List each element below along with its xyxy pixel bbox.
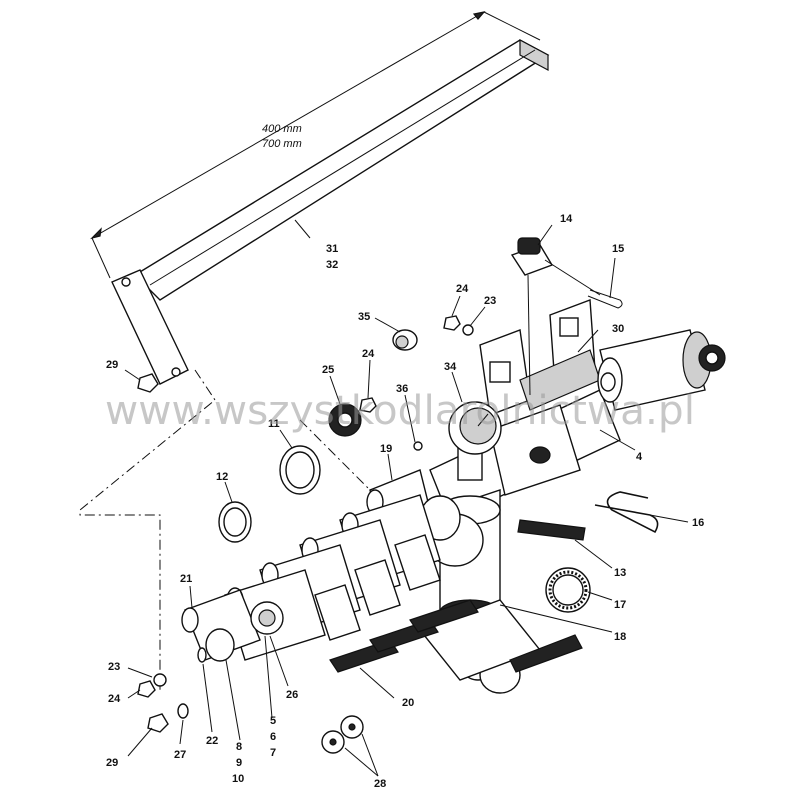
callout-25: 25 (322, 364, 334, 376)
callout-13: 13 (614, 567, 626, 579)
callout-26: 26 (286, 689, 298, 701)
dimension-line (90, 11, 541, 279)
arm-bar (111, 38, 550, 385)
callout-9: 9 (236, 757, 242, 769)
callout-32: 32 (326, 259, 338, 271)
callout-31: 31 (326, 243, 338, 255)
callout-24b: 24 (362, 348, 375, 360)
callout-4: 4 (636, 451, 643, 463)
callout-5: 5 (270, 715, 276, 727)
valve-body (429, 329, 726, 521)
dimension-700: 700 mm (262, 138, 302, 150)
callout-28: 28 (374, 778, 386, 790)
bushing-35 (392, 329, 418, 351)
callout-labels: 31 32 14 15 30 24 23 35 24 34 25 36 29 1… (106, 213, 704, 790)
pressure-gauge-34 (448, 401, 502, 481)
callout-10: 10 (232, 773, 244, 785)
washer-22 (197, 647, 207, 663)
callout-22: 22 (206, 735, 218, 747)
lever-13 (517, 519, 586, 541)
end-valve-21 (181, 589, 284, 662)
callout-14: 14 (560, 213, 573, 225)
oring-36 (413, 441, 423, 451)
callout-24a: 24 (456, 283, 469, 295)
callout-29a: 29 (106, 359, 118, 371)
leader-lines (124, 219, 689, 777)
watermark-text: www.wszystkodlarolnictwa.pl (105, 388, 695, 434)
callout-36: 36 (396, 383, 408, 395)
assembly-line (79, 369, 216, 690)
callout-35: 35 (358, 311, 370, 323)
knob-14 (510, 237, 601, 396)
callout-19: 19 (380, 443, 392, 455)
wheel-25 (328, 403, 362, 437)
callout-20: 20 (402, 697, 414, 709)
clip-15 (587, 289, 623, 309)
washer-23b (153, 673, 167, 687)
nut-24b (359, 397, 377, 413)
callout-34: 34 (444, 361, 457, 373)
callout-21: 21 (180, 573, 192, 585)
dimension-400: 400 mm (262, 123, 302, 135)
callout-6: 6 (270, 731, 276, 743)
callout-18: 18 (614, 631, 626, 643)
callout-23b: 23 (108, 661, 120, 673)
washers-28 (321, 715, 364, 754)
bearing-17 (545, 567, 591, 613)
nut-24c (137, 680, 156, 698)
callout-16: 16 (692, 517, 704, 529)
callout-29b: 29 (106, 757, 118, 769)
bracket-30 (479, 299, 601, 416)
washer-23a (462, 324, 474, 336)
callout-30: 30 (612, 323, 624, 335)
callout-17: 17 (614, 599, 626, 611)
callout-24c: 24 (108, 693, 121, 705)
callout-27: 27 (174, 749, 186, 761)
callout-7: 7 (270, 747, 276, 759)
callout-23a: 23 (484, 295, 496, 307)
nut-24a (443, 315, 461, 331)
section-valves-20 (224, 494, 479, 673)
nut-29a (137, 373, 159, 393)
clip-16 (594, 491, 659, 534)
callout-8: 8 (236, 741, 242, 753)
callout-12: 12 (216, 471, 228, 483)
washer-27 (177, 703, 189, 719)
nut-29b (147, 713, 169, 733)
callout-15: 15 (612, 243, 624, 255)
callout-11: 11 (268, 418, 280, 430)
